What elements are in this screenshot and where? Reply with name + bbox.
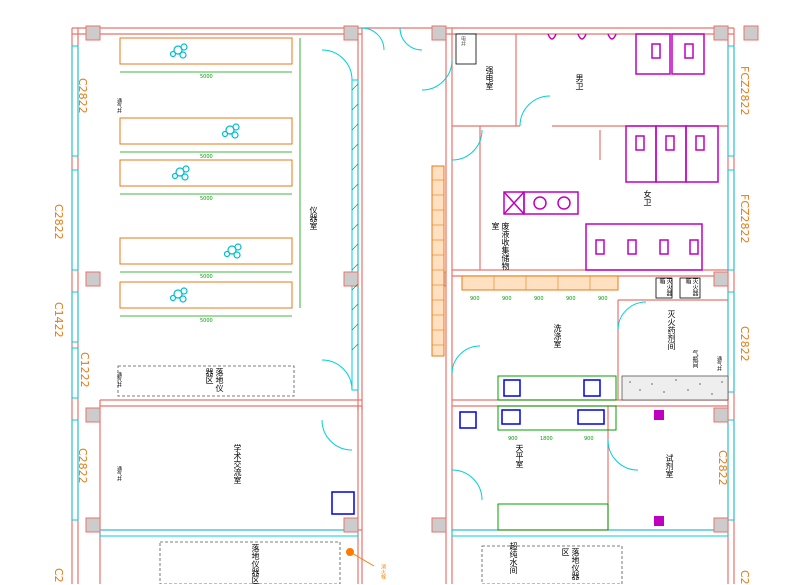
cabinet-strip — [431, 165, 619, 357]
dim-label: 5000 — [200, 74, 213, 80]
room-label-power: 强电室 — [485, 66, 494, 90]
window-label: C2822 — [76, 448, 89, 484]
exhaust-label: 通气井 — [116, 98, 122, 113]
window-label: C1422 — [52, 302, 65, 338]
zone-label: 落地仪器区 — [205, 368, 224, 392]
window-label: C2822 — [76, 78, 89, 114]
room-label-reagent: 试剂室 — [665, 454, 674, 478]
room-label-fire-cabinet: 灭火器箱 — [658, 278, 672, 296]
instrument-benches — [119, 37, 293, 309]
svg-text:900: 900 — [502, 296, 512, 302]
right-dims: 900 900 900 900 900 900 1800 900 — [470, 296, 608, 442]
zone-label: 落地仪器区 — [561, 548, 580, 580]
doors — [321, 27, 647, 501]
gravel-area — [621, 375, 729, 401]
svg-text:1800: 1800 — [540, 436, 553, 442]
room-label-balance: 天平室 — [515, 444, 524, 468]
dim-label: 5000 — [200, 274, 213, 280]
window-label: FCZ2822 — [738, 194, 751, 244]
room-label-women-wc: 女卫 — [643, 190, 652, 206]
dim-label: 5000 — [200, 154, 213, 160]
room-label-washing: 洗涤室 — [553, 324, 562, 348]
room-label-elec: 电井 — [460, 36, 466, 46]
dim-label: 5000 — [200, 318, 213, 324]
corridor-hatch — [351, 83, 359, 351]
wc-fixtures — [503, 33, 719, 271]
dim-label: 5000 — [200, 196, 213, 202]
bench-dimensions — [120, 38, 301, 317]
svg-text:900: 900 — [470, 296, 480, 302]
bench-equipment-icons — [169, 43, 242, 303]
room-label-men-wc: 男卫 — [575, 74, 584, 90]
bench-dim-labels: 5000 5000 5000 5000 5000 — [200, 74, 213, 324]
walls — [71, 27, 735, 584]
reagent-icons — [654, 410, 664, 526]
room-label-fire-cabinet-2: 灭火器箱 — [684, 278, 698, 296]
wash-counters — [497, 375, 617, 531]
room-label-pure-water: 超纯水间 — [509, 542, 518, 574]
window-label: C1222 — [78, 352, 91, 388]
exhaust-label: 通气井 — [716, 356, 722, 371]
room-label-academic: 学术交流室 — [233, 444, 242, 484]
floor-zones — [117, 365, 623, 584]
svg-text:900: 900 — [598, 296, 608, 302]
room-label-waste: 废液收集储物室 — [491, 222, 510, 270]
svg-text:900: 900 — [566, 296, 576, 302]
window-label: C2822 — [738, 326, 751, 362]
room-label-fire-gas: 灭火药剂间 — [667, 310, 676, 350]
fire-hydrant-label: 消火栓 — [380, 564, 386, 579]
sinks — [331, 379, 605, 515]
exhaust-label: 通气井 — [116, 372, 122, 387]
window-label: C2 — [738, 570, 751, 585]
window-label: C2822 — [716, 450, 729, 486]
svg-text:900: 900 — [584, 436, 594, 442]
exhaust-label: 通气井 — [116, 466, 122, 481]
windows — [71, 45, 735, 537]
room-label-gas-cylinder: 气瓶间 — [691, 350, 698, 368]
fire-boxes — [455, 33, 701, 299]
zone-label: 落地仪器区 — [251, 544, 260, 584]
svg-text:900: 900 — [508, 436, 518, 442]
svg-text:900: 900 — [534, 296, 544, 302]
window-label: C2822 — [52, 204, 65, 240]
fire-hydrant-icon — [346, 548, 375, 567]
window-label: FCZ2822 — [738, 66, 751, 116]
window-label: C2 — [52, 568, 65, 583]
room-label-instrument: 仪器室 — [309, 206, 318, 230]
